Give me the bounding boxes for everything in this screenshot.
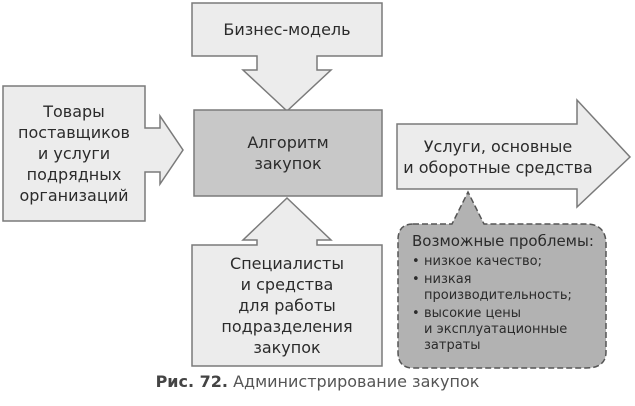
services-arrow [396, 98, 632, 209]
caption-text: Администрирование закупок [233, 372, 480, 391]
label-line: поставщиков [18, 123, 130, 142]
label-line: организаций [19, 186, 129, 205]
suppliers-label: Товары поставщиков и услуги подрядных органи… [3, 86, 145, 221]
problem-item-line: высокие цены [424, 306, 522, 321]
algorithm-label: Алгоритм закупок [194, 110, 382, 196]
label-line: закупок [254, 154, 322, 173]
business-model-label: Бизнес-модель [192, 3, 382, 56]
problems-items: низкое качество; низкаяпроизводительность… [412, 254, 608, 354]
suppliers-arrow [2, 85, 184, 222]
problem-item-line: производительность; [424, 288, 572, 303]
algorithm-box [193, 109, 383, 197]
problem-item: низкое качество; [412, 254, 608, 270]
label-line: Бизнес-модель [223, 20, 351, 39]
label-line: Алгоритм [247, 133, 329, 152]
problem-item-line: низкое качество; [424, 254, 543, 269]
label-line: подразделения [221, 316, 353, 336]
problems-list: Возможные проблемы: низкое качество;низк… [412, 232, 608, 356]
caption-number: Рис. 72. [155, 372, 228, 391]
label-line: Услуги, основные [423, 136, 573, 156]
problem-item-line: затраты [424, 338, 481, 353]
problem-item-line: низкая [424, 272, 472, 287]
problem-item-line: и эксплуатационные [424, 322, 568, 337]
label-line: Специалисты [230, 253, 344, 273]
label-line: Товары [43, 102, 105, 121]
label-line: и услуги [37, 144, 111, 163]
label-line: для работы [238, 295, 336, 315]
label-line: закупок [253, 337, 321, 357]
label-line: подрядных [26, 165, 122, 184]
business-model-arrow [191, 2, 383, 113]
figure-caption: Рис. 72. Администрирование закупок [0, 372, 635, 392]
label-line: и средства [240, 274, 334, 294]
specialists-arrow [191, 196, 383, 367]
label-line: и оборотные средства [403, 157, 593, 177]
problems-title: Возможные проблемы: [412, 232, 594, 250]
